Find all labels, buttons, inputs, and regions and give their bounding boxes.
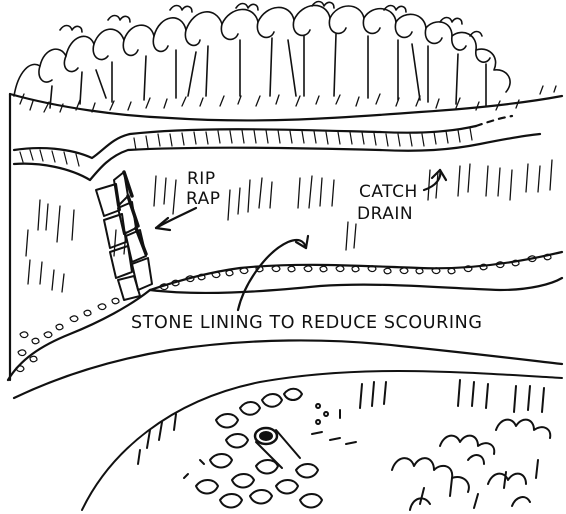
rip-rap-label-line2: RAP — [186, 190, 221, 208]
culvert-scene — [82, 371, 562, 510]
rip-rap-label-line1: RIP — [187, 170, 216, 188]
channel-bank — [8, 94, 562, 398]
stone-lining-arrow — [238, 236, 308, 310]
catch-drain-label-line1: CATCH — [359, 183, 418, 201]
rip-rap-stones — [96, 172, 152, 300]
stone-lining-label: STONE LINING TO REDUCE SCOURING — [131, 314, 483, 332]
tree-canopy — [14, 2, 510, 109]
rip-rap-arrow — [156, 208, 196, 230]
catch-drain-arrow — [424, 170, 446, 190]
catch-drain-label-line2: DRAIN — [357, 205, 413, 223]
